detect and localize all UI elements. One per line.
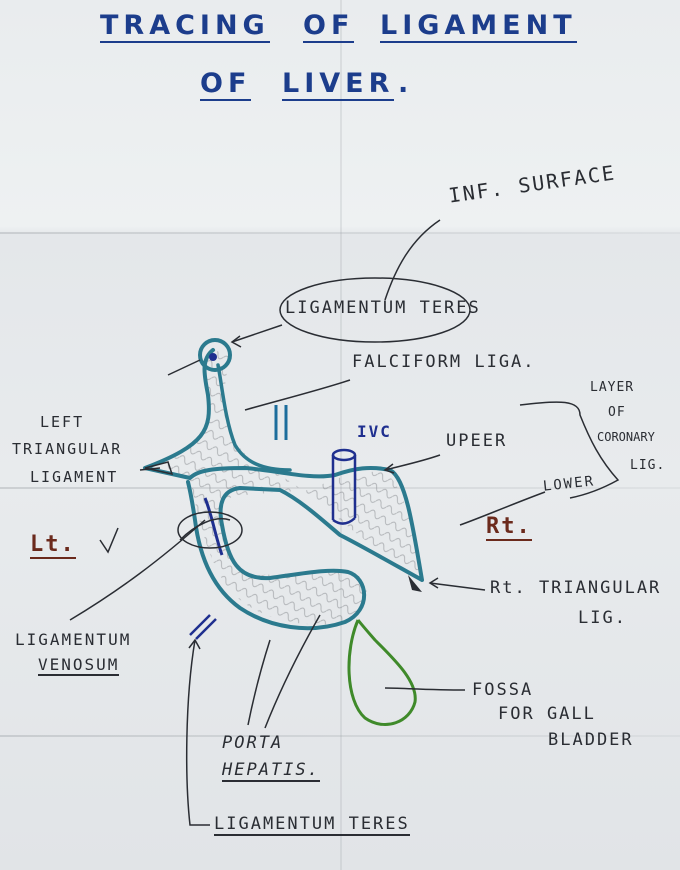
leader-lines xyxy=(69,219,620,826)
tick-mark xyxy=(99,527,119,554)
label-fossa: BLADDER xyxy=(548,730,634,750)
title-word: OF xyxy=(303,10,355,43)
label-layer: LIG. xyxy=(630,458,666,473)
label-layer: OF xyxy=(608,405,626,420)
title-word: . xyxy=(398,68,414,99)
label-porta-hepatis: HEPATIS. xyxy=(222,760,320,782)
ivc-cylinder xyxy=(331,448,357,525)
title-word: LIVER xyxy=(282,68,395,101)
label-porta-hepatis: PORTA xyxy=(222,733,284,753)
label-ligamentum-venosum: VENOSUM xyxy=(38,655,120,676)
title-word: LIGAMENT xyxy=(380,10,577,43)
ligamentum-teres-knob xyxy=(198,338,232,372)
label-fossa: FOR GALL xyxy=(498,704,596,724)
label-ligamentum-venosum: LIGAMENTUM xyxy=(15,630,132,649)
label-lt: Lt. xyxy=(30,532,76,559)
label-falciform: FALCIFORM LIGA. xyxy=(352,352,536,372)
label-rt-triangular: LIG. xyxy=(578,608,627,628)
label-layer: LAYER xyxy=(590,380,635,395)
knob-center xyxy=(209,353,217,361)
right-triangular-tip xyxy=(408,575,422,592)
falciform-outline xyxy=(216,363,292,472)
title-word: OF xyxy=(200,68,252,101)
liver-shading xyxy=(150,350,420,625)
fold-crease xyxy=(0,735,680,737)
label-left-triangular: LEFT xyxy=(40,413,85,431)
label-left-triangular: TRIANGULAR xyxy=(12,440,123,458)
label-fossa: FOSSA xyxy=(472,680,534,700)
liver-outline xyxy=(143,348,424,631)
teres-double-line xyxy=(189,614,211,636)
fold-crease xyxy=(340,0,342,870)
left-triangular-tip xyxy=(144,461,174,476)
ligamentum-venosum-groove xyxy=(203,497,224,556)
label-left-triangular: LIGAMENT xyxy=(30,468,119,486)
label-ligamentum-teres-top: LIGAMENTUM TERES xyxy=(285,298,481,318)
label-upeer: UPEER xyxy=(446,431,508,451)
label-ligamentum-teres-bottom: LIGAMENTUM TERES xyxy=(214,814,410,836)
teres-double-line xyxy=(195,618,217,640)
label-rt: Rt. xyxy=(486,514,532,541)
label-layer: CORONARY xyxy=(597,430,655,444)
label-ivc: IVC xyxy=(357,422,392,441)
fold-crease xyxy=(0,232,680,234)
label-rt-triangular: Rt. TRIANGULAR xyxy=(490,578,662,598)
title-word: TRACING xyxy=(100,10,270,43)
gall-bladder-outline xyxy=(347,619,417,727)
